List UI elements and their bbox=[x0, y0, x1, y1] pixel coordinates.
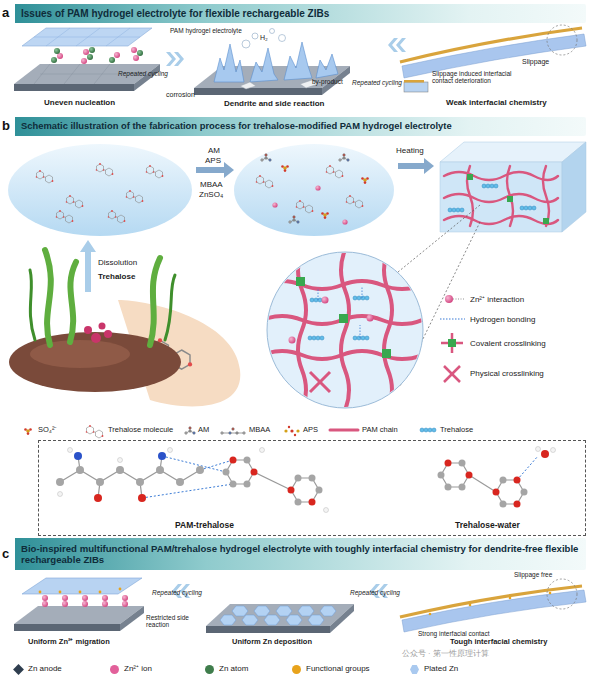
legend-label: Functional groups bbox=[306, 664, 370, 673]
legend-label: Zn²⁺ interaction bbox=[470, 295, 524, 304]
stage-caption: Uniform Zn deposition bbox=[232, 638, 312, 647]
panel-letter: c bbox=[2, 547, 15, 562]
annotation-label: Slippage free bbox=[514, 571, 552, 578]
legend-label: AM bbox=[198, 426, 209, 435]
annotation-label: Slippage bbox=[522, 58, 549, 66]
legend-swatch bbox=[292, 665, 301, 674]
legend-label: Physical crosslinking bbox=[470, 369, 544, 378]
panel-heading: Issues of PAM hydrogel electrolyte for f… bbox=[15, 8, 586, 20]
annotation-label: Restricted side reaction bbox=[146, 614, 200, 629]
legend-label: PAM chain bbox=[362, 426, 398, 435]
header-band: bSchematic illustration of the fabricati… bbox=[2, 117, 586, 136]
panel-letter: a bbox=[2, 6, 15, 21]
stage-caption: Tough interfacial chemistry bbox=[450, 638, 547, 647]
legend-label: Trehalose molecule bbox=[108, 426, 173, 435]
panel-letter: b bbox=[2, 119, 15, 134]
legend-label: Zn anode bbox=[28, 664, 62, 673]
legend-swatch bbox=[410, 665, 419, 674]
annotation-label: Repeated cycling bbox=[350, 589, 400, 596]
legend-swatch bbox=[205, 665, 214, 674]
annotation-label: Slippage induced interfacial contact det… bbox=[432, 70, 522, 85]
panel-heading: Bio-inspired multifunctional PAM/trehalo… bbox=[15, 543, 586, 565]
annotation-label: by-product bbox=[312, 78, 343, 85]
panel-heading: Schematic illustration of the fabricatio… bbox=[15, 121, 586, 132]
legend-label: Hydrogen bonding bbox=[470, 315, 535, 324]
annotation-label: Repeated cycling bbox=[118, 70, 168, 77]
annotation-label: AM bbox=[208, 146, 220, 155]
legend-label: APS bbox=[303, 426, 318, 435]
stage-caption: Uneven nucleation bbox=[44, 98, 115, 107]
dashed-panel-box: PAM-trehalose Trehalose-water bbox=[38, 440, 586, 536]
stage-caption: Trehalose bbox=[98, 272, 135, 281]
annotation-label: APS bbox=[205, 156, 221, 165]
molecule-caption: PAM-trehalose bbox=[175, 521, 234, 531]
legend-swatch bbox=[110, 665, 119, 674]
stage-caption: Dendrite and side reaction bbox=[224, 99, 324, 108]
legend-swatch bbox=[13, 664, 24, 675]
stage-caption: Uniform Zn²⁺ migration bbox=[28, 638, 110, 647]
annotation-label: MBAA bbox=[200, 180, 223, 189]
legend-label: SO₄²⁻ bbox=[38, 426, 57, 435]
header-band: cBio-inspired multifunctional PAM/trehal… bbox=[2, 538, 586, 570]
annotation-label: corrosion bbox=[166, 91, 195, 99]
legend-label: Trehalose bbox=[440, 426, 473, 435]
annotation-label: PAM hydrogel electrolyte bbox=[170, 27, 242, 34]
annotation-label: H₂ bbox=[260, 34, 268, 42]
annotation-label: Strong interfacial contact bbox=[418, 630, 490, 637]
annotation-label: Dissolution bbox=[98, 258, 137, 267]
legend-label: Zn²⁺ ion bbox=[124, 664, 152, 673]
legend-label: Covalent crosslinking bbox=[470, 339, 546, 348]
legend-label: MBAA bbox=[249, 426, 270, 435]
annotation-label: Repeated cycling bbox=[152, 589, 202, 596]
header-band: aIssues of PAM hydrogel electrolyte for … bbox=[2, 4, 586, 23]
legend-label: Zn atom bbox=[219, 664, 248, 673]
annotation-label: Heating bbox=[396, 146, 424, 155]
molecule-caption: Trehalose-water bbox=[455, 521, 520, 531]
legend-label: Plated Zn bbox=[424, 664, 458, 673]
annotation-label: ZnSO₄ bbox=[199, 190, 223, 199]
stage-caption: Weak interfacial chemistry bbox=[446, 98, 547, 107]
annotation-label: Repeated cycling bbox=[352, 79, 402, 86]
watermark: 公众号 · 第一性原理计算 bbox=[402, 650, 489, 659]
